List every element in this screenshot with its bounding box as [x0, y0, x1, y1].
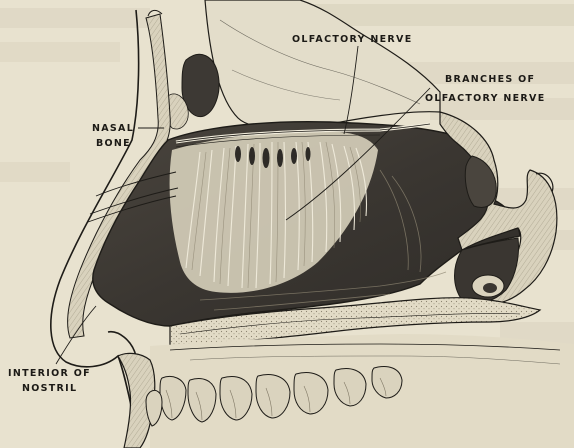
label-olfactory-nerve: OLFACTORY NERVE [292, 34, 413, 45]
label-interior-line2: NOSTRIL [22, 383, 77, 394]
label-branches-line2: OLFACTORY NERVE [425, 93, 546, 104]
label-interior-line1: INTERIOR OF [8, 368, 91, 379]
label-nasal-line2: BONE [96, 138, 131, 149]
label-branches-line1: BRANCHES OF [445, 74, 535, 85]
label-nasal-line1: NASAL [92, 123, 134, 134]
tooth [294, 373, 328, 414]
